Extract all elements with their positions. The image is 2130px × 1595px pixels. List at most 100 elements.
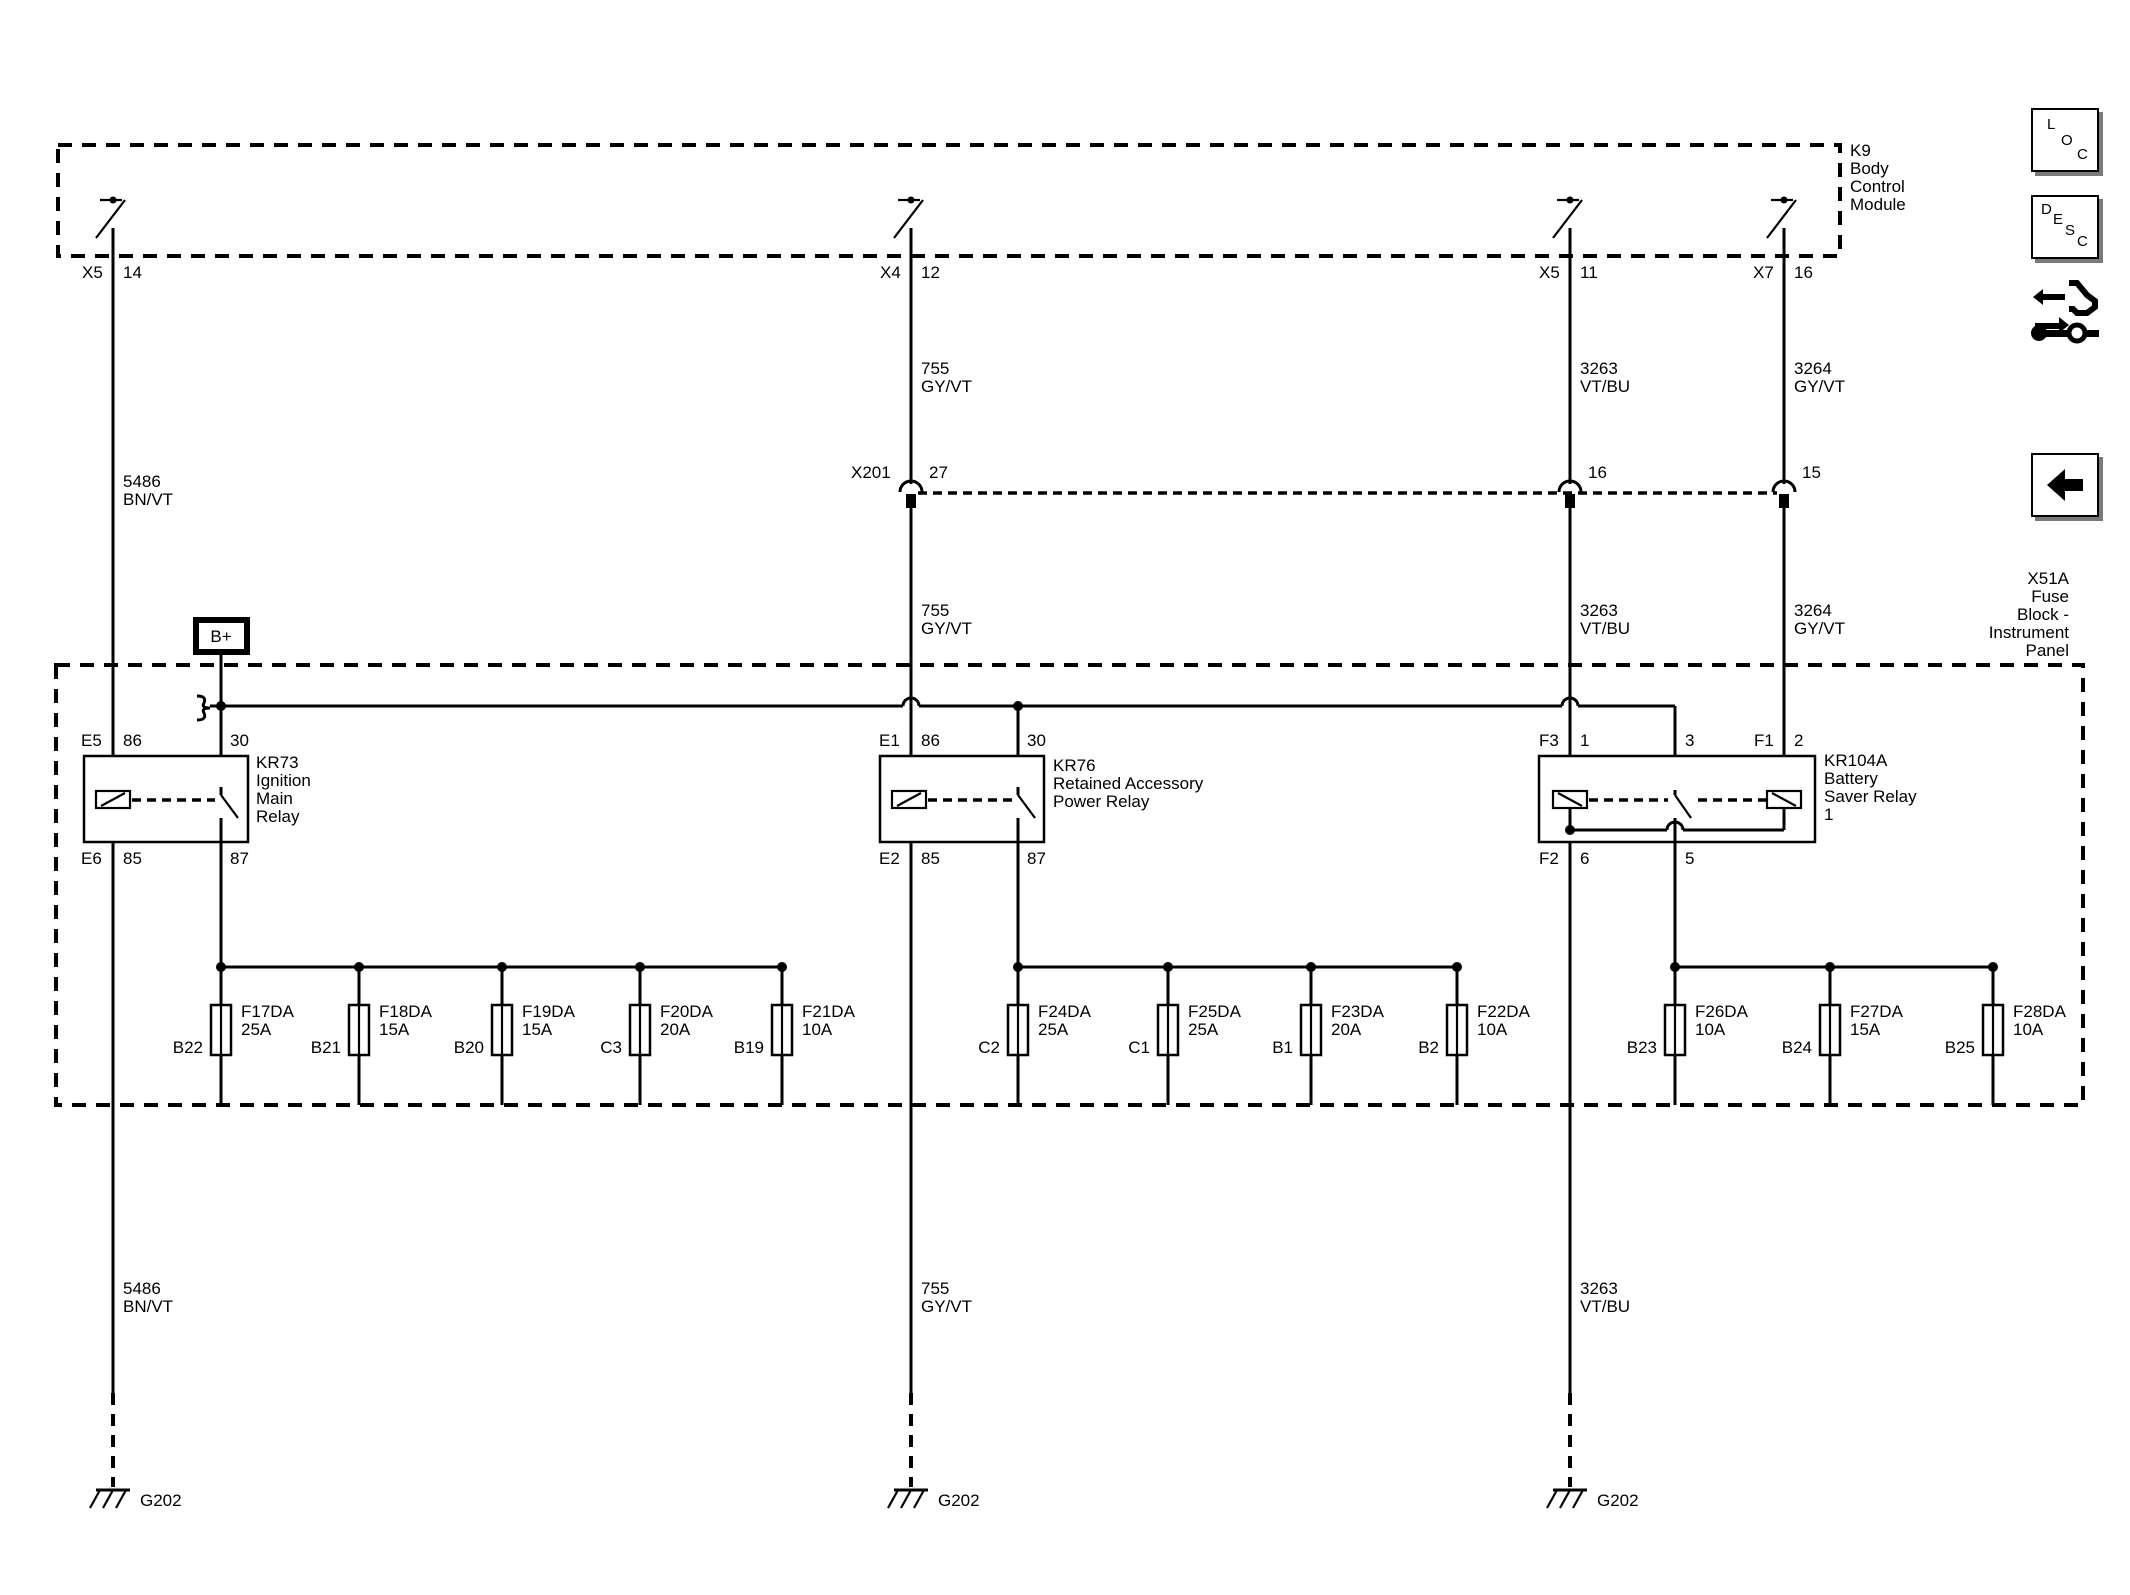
loc-letter-c: C [2077,146,2088,163]
diagnostic-connector-icon[interactable] [2029,275,2101,347]
fuse-rating: 10A [1695,1020,1726,1039]
wire-label-3264-upper-color: GY/VT [1794,377,1845,396]
kr76-name-2: Power Relay [1053,792,1150,811]
kr76-id: KR76 [1053,756,1096,775]
wire-label-3263-lower-num: 3263 [1580,1279,1618,1298]
ground-g202-2-label: G202 [938,1491,980,1510]
fuse-cavity: B19 [734,1038,764,1057]
relay-kr73 [82,754,250,966]
wire-label-5486-upper-num: 5486 [123,472,161,491]
fuse-rating: 25A [1188,1020,1219,1039]
kr76-conn-bottom: E2 [879,849,900,868]
kr73-conn-bottom: E6 [81,849,102,868]
desc-letter-s: S [2065,222,2076,239]
kr76-conn-top: E1 [879,731,900,750]
conn-x4: X4 [880,263,901,282]
fuse-name: F17DA [241,1002,295,1021]
kr73-pin-87: 87 [230,849,249,868]
fuse-name: F27DA [1850,1002,1904,1021]
fuse-cavity: B25 [1945,1038,1975,1057]
desc-letter-c: C [2077,233,2088,250]
fuse-rating: 10A [802,1020,833,1039]
wire-label-755-lower-color: GY/VT [921,1297,972,1316]
fuse-name: F24DA [1038,1002,1092,1021]
fuse-name: F25DA [1188,1002,1242,1021]
wire-label-5486-lower-num: 5486 [123,1279,161,1298]
relay-kr76 [878,754,1046,966]
conn-x7: X7 [1753,263,1774,282]
kr104a-pin-2: 2 [1794,731,1803,750]
fuse-name: F20DA [660,1002,714,1021]
wire-label-3263-upper-color: VT/BU [1580,377,1630,396]
kr73-pin-30: 30 [230,731,249,750]
location-button[interactable]: L O C [2031,108,2099,172]
wire-label-5486-lower-color: BN/VT [123,1297,173,1316]
kr76-name-1: Retained Accessory [1053,774,1204,793]
kr104a-pin-3: 3 [1685,731,1694,750]
kr104a-name-3: 1 [1824,805,1833,824]
relay-kr104a [1537,754,1817,966]
fuse-groups: F17DA25AB22F18DA15AB21F19DA15AB20F20DA20… [173,962,2067,1105]
kr104a-id: KR104A [1824,751,1888,770]
conn-x5: X5 [82,263,103,282]
fuse-rating: 25A [1038,1020,1069,1039]
module-name-3: Module [1850,195,1906,214]
wire-label-755-upper-num: 755 [921,359,949,378]
fuse-name: F26DA [1695,1002,1749,1021]
fuse-rating: 20A [1331,1020,1362,1039]
fuse-name: F23DA [1331,1002,1385,1021]
fuse-cavity: B20 [454,1038,484,1057]
fuse-cavity: B21 [311,1038,341,1057]
fuse-name: F21DA [802,1002,856,1021]
wire-label-3263-mid-color: VT/BU [1580,619,1630,638]
fuse-cavity: B23 [1627,1038,1657,1057]
pin-14: 14 [123,263,142,282]
fuse-name: F22DA [1477,1002,1531,1021]
description-button[interactable]: D E S C [2031,195,2099,259]
wire-label-755-upper-color: GY/VT [921,377,972,396]
kr76-pin-87: 87 [1027,849,1046,868]
fuse-rating: 15A [379,1020,410,1039]
wire-label-755-mid-color: GY/VT [921,619,972,638]
battery-label: B+ [210,627,231,646]
arrow-left-icon [2047,469,2083,501]
fuse-block-box [54,663,2085,1107]
ground-g202-1-label: G202 [140,1491,182,1510]
ground-g202-1 [89,1393,130,1509]
kr104a-conn-top-right: F1 [1754,731,1774,750]
kr73-name-3: Relay [256,807,300,826]
kr104a-name-2: Saver Relay [1824,787,1917,806]
loc-letter-l: L [2047,116,2056,133]
pin-11: 11 [1580,263,1598,282]
kr104a-conn-bottom-left: F2 [1539,849,1559,868]
loc-letter-o: O [2061,132,2073,149]
module-name-2: Control [1850,177,1905,196]
back-button[interactable] [2031,453,2099,517]
fuse-block-name-1: Fuse [2031,587,2069,606]
x201-pin-27 [898,479,924,508]
fuse-rating: 25A [241,1020,272,1039]
x201-pin-15 [1771,479,1797,508]
wire-label-755-lower-num: 755 [921,1279,949,1298]
kr76-pin-86: 86 [921,731,940,750]
kr73-name-1: Ignition [256,771,311,790]
kr104a-name-1: Battery [1824,769,1878,788]
fuse-cavity: B22 [173,1038,203,1057]
fuse-rating: 15A [522,1020,553,1039]
fuse-cavity: B24 [1782,1038,1812,1057]
fuse-cavity: C2 [978,1038,1000,1057]
battery-source: B+ [193,617,250,705]
desc-letter-d: D [2041,201,2052,218]
fuse-cavity: B1 [1272,1038,1293,1057]
x201-pin-16-label: 16 [1588,463,1607,482]
kr76-pin-30: 30 [1027,731,1046,750]
pin-16: 16 [1794,263,1813,282]
desc-letter-e: E [2053,211,2064,228]
kr73-pin-86: 86 [123,731,142,750]
